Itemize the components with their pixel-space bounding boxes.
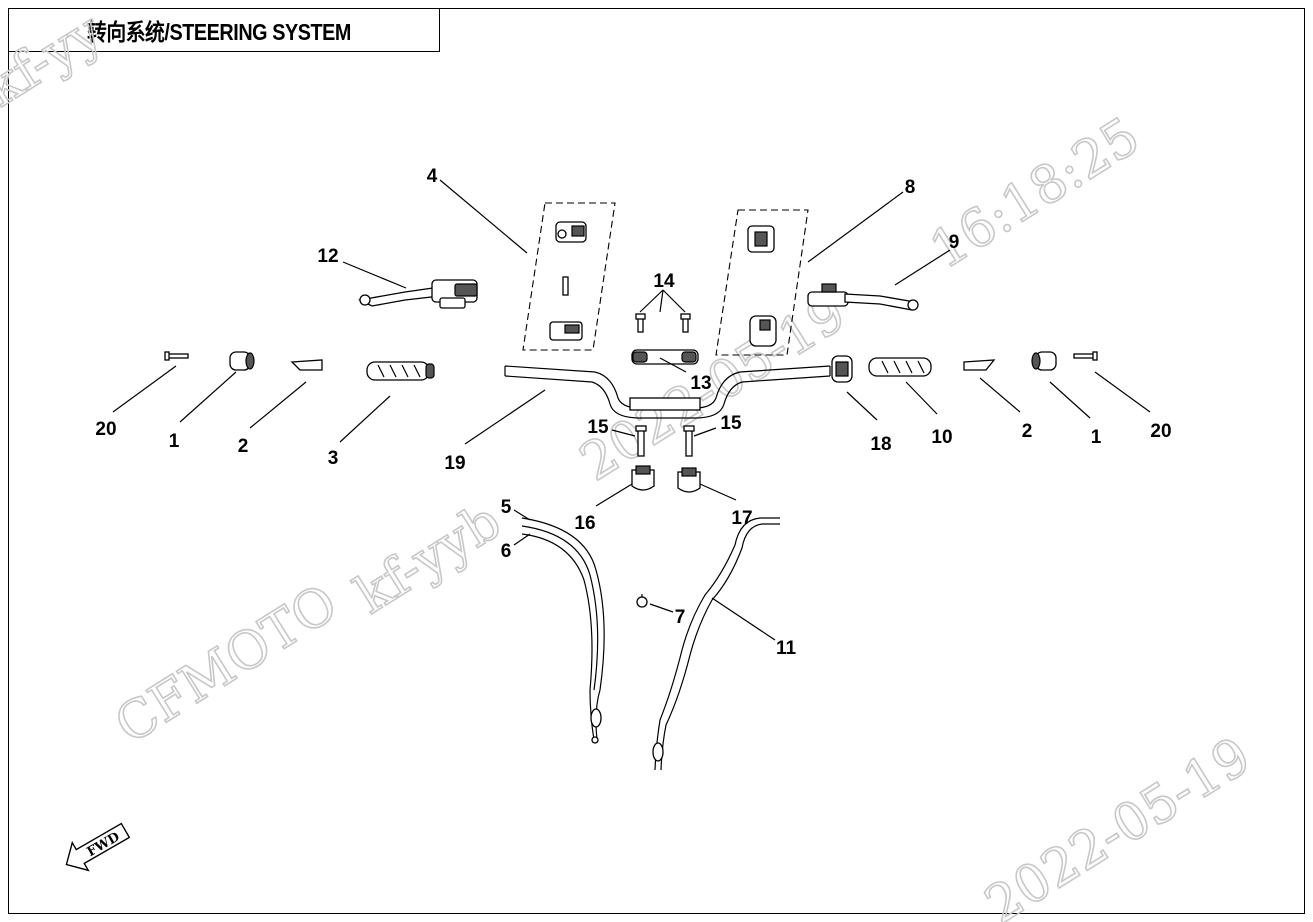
part-20-left-bolt — [164, 351, 189, 361]
part-18-throttle — [831, 355, 853, 383]
part-1-right-weight — [1031, 351, 1057, 371]
callout-15-right: 15 — [720, 413, 742, 434]
part-2-left-sleeve — [290, 359, 323, 371]
watermark-time: 16:18:25 — [920, 106, 1150, 281]
part-20-right-bolt — [1073, 351, 1098, 361]
callout-6: 6 — [501, 541, 512, 562]
callout-17: 17 — [731, 508, 752, 529]
part-8-right-switch-group — [715, 209, 809, 356]
part-9-right-lever — [807, 283, 919, 311]
diagram-title: 转向系统/STEERING SYSTEM — [87, 19, 351, 45]
callout-20-left: 20 — [95, 419, 116, 440]
callout-10: 10 — [931, 427, 952, 448]
callout-2-left: 2 — [238, 436, 249, 457]
part-16-lower-clamp — [631, 465, 655, 491]
callout-13: 13 — [690, 373, 711, 394]
callout-7: 7 — [675, 607, 686, 628]
callout-1-right: 1 — [1091, 427, 1102, 448]
watermark-brand: CFMOTO — [105, 573, 348, 756]
callout-5: 5 — [501, 497, 512, 518]
watermark-date: 2022-05-19 — [570, 283, 856, 493]
part-2-right-sleeve — [963, 359, 996, 371]
part-17-lower-clamp — [677, 467, 701, 493]
part-10-right-grip — [868, 357, 932, 377]
watermark-user: kf-yyb — [345, 491, 511, 626]
callout-19: 19 — [444, 453, 465, 474]
callout-14: 14 — [653, 271, 675, 292]
watermark-layer: CFMOTO kf-yyb 2022-05-19 16:18:25 kf-yy … — [0, 1, 1262, 922]
part-11-cable — [652, 517, 780, 771]
part-12-brake-lever — [357, 279, 478, 309]
callout-11: 11 — [776, 638, 797, 659]
part-7-cable-clip — [636, 594, 648, 608]
callout-9: 9 — [949, 232, 960, 253]
callout-12: 12 — [317, 246, 338, 267]
part-14-bolts — [635, 313, 691, 333]
callout-3: 3 — [328, 448, 339, 469]
callout-18: 18 — [870, 434, 891, 455]
fwd-arrow-icon: FWD — [65, 822, 131, 872]
callout-2-right: 2 — [1022, 421, 1033, 442]
callout-20-right: 20 — [1150, 421, 1171, 442]
leader-lines — [112, 179, 1151, 641]
part-4-left-switch-group — [522, 202, 616, 351]
part-1-left-weight — [229, 351, 255, 371]
part-13-upper-clamp — [631, 349, 699, 365]
watermark-user-top: kf-yy — [0, 1, 114, 119]
callout-16: 16 — [574, 513, 595, 534]
watermark-date-bottom: 2022-05-19 — [975, 726, 1261, 922]
part-5-6-cables — [521, 517, 605, 744]
callout-15-left: 15 — [587, 417, 609, 438]
callout-8: 8 — [905, 177, 916, 198]
part-19-handlebar — [504, 365, 831, 419]
part-15-bolts — [635, 425, 695, 457]
callout-4: 4 — [427, 166, 438, 187]
callout-labels: 4 8 9 12 14 13 20 1 2 3 19 15 15 18 10 2… — [95, 166, 1171, 659]
part-3-left-grip — [366, 361, 435, 381]
callout-1-left: 1 — [169, 431, 180, 452]
